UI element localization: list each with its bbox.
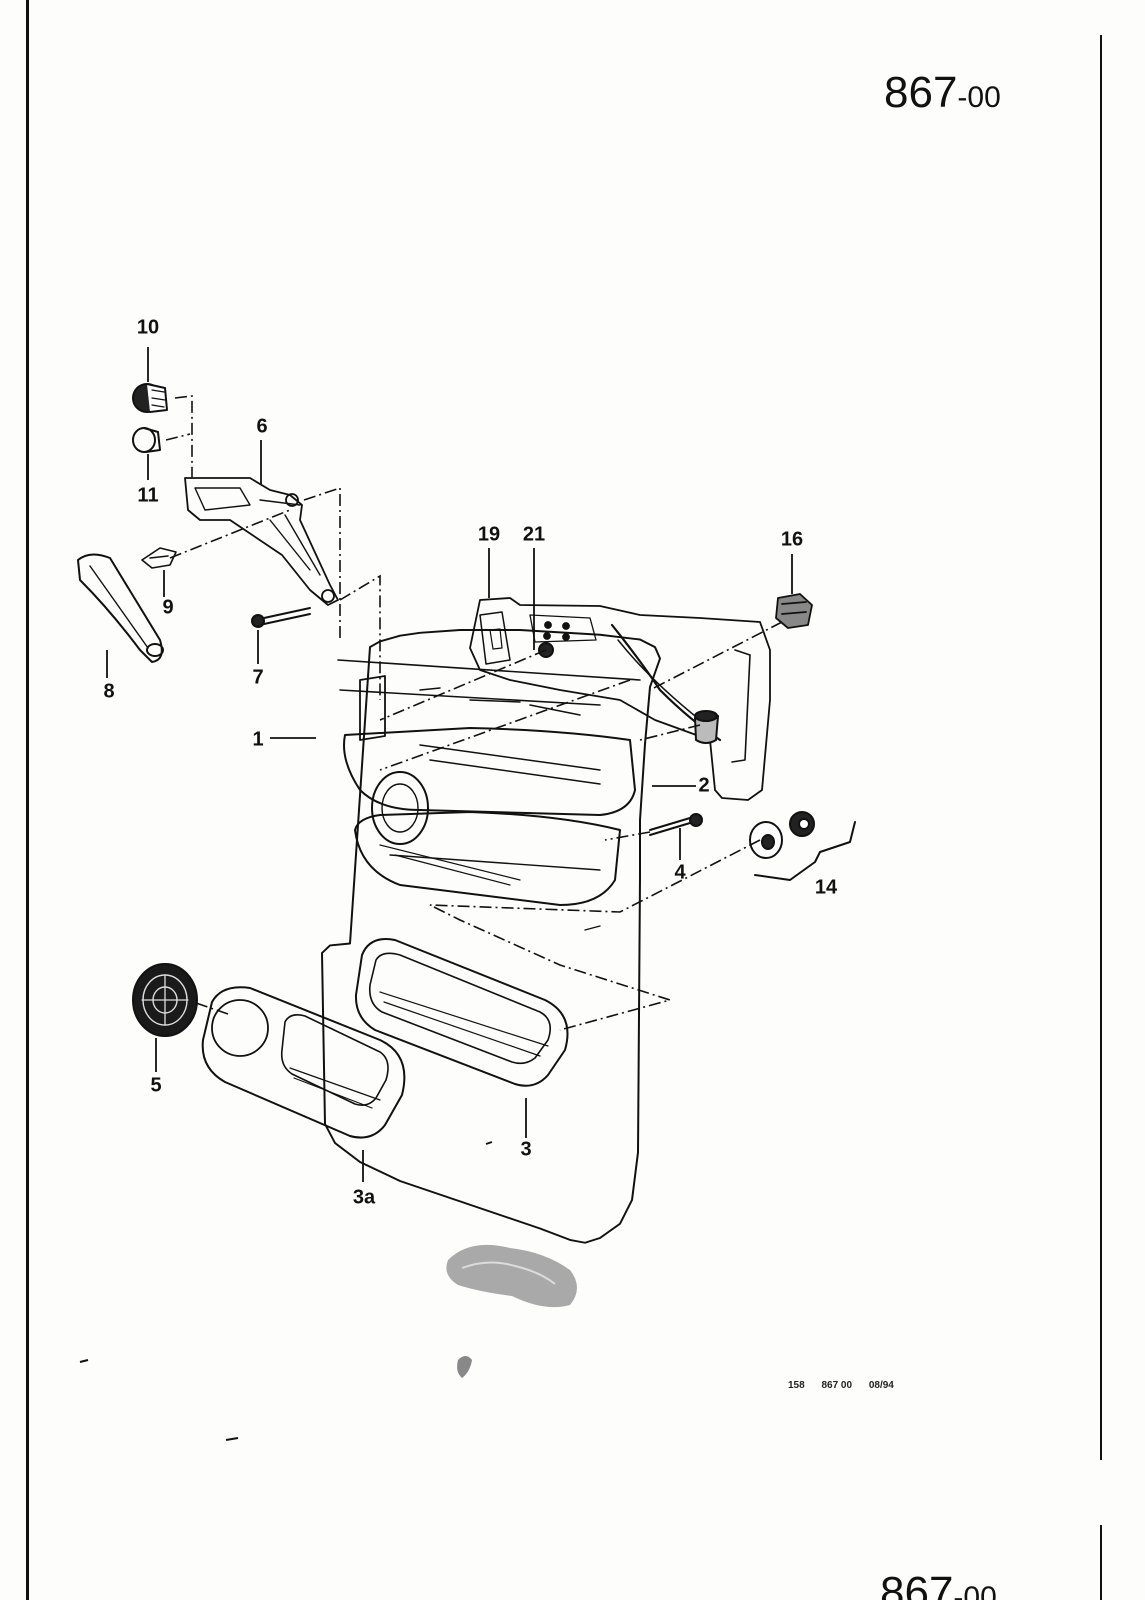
door-carrier-part-19: [469, 597, 771, 801]
next-page-code-suffix: -00: [953, 1581, 997, 1600]
next-page-code: 867-00: [880, 1568, 997, 1600]
callout-7: 7: [252, 666, 264, 689]
footer-sheet: 158: [788, 1380, 805, 1391]
callout-leaders: [106, 347, 793, 1182]
cap-part-11: [132, 427, 161, 453]
handle-bracket-part-6: [184, 477, 339, 606]
callout-6: 6: [256, 415, 268, 438]
callout-14: 14: [814, 876, 838, 899]
callout-8: 8: [103, 680, 115, 703]
callout-4: 4: [674, 861, 686, 884]
right-border-line: [1100, 35, 1102, 1460]
footer-reference: 158 867 00 08/94: [788, 1380, 908, 1391]
page-code-main: 867: [884, 68, 958, 117]
right-border-line-lower: [1100, 1525, 1102, 1600]
trim-frame-part-3a: [201, 986, 406, 1139]
page-code: 867-00: [884, 68, 1001, 118]
grommet-part-14: [749, 811, 856, 881]
callout-3: 3: [520, 1138, 532, 1161]
callout-11: 11: [137, 484, 159, 507]
callout-9: 9: [162, 596, 174, 619]
callout-21: 21: [522, 523, 546, 546]
callout-3a: 3a: [352, 1186, 376, 1209]
trim-frame-part-3: [354, 938, 569, 1087]
screw-part-7: [251, 607, 311, 628]
grab-handle-part-8: [77, 553, 164, 663]
footer-group: 867 00: [821, 1380, 853, 1391]
callout-2: 2: [698, 774, 710, 797]
screw-part-4: [649, 813, 703, 836]
cap-part-10: [132, 383, 168, 413]
callout-10: 10: [136, 316, 160, 339]
callout-1: 1: [252, 728, 264, 751]
callout-19: 19: [477, 523, 501, 546]
clip-part-16: [775, 593, 813, 629]
speaker-grille-part-5: [132, 963, 198, 1037]
scan-smudges: [79, 1244, 577, 1441]
footer-date: 08/94: [868, 1380, 894, 1391]
page-code-suffix: -00: [957, 81, 1001, 114]
next-page-code-main: 867: [880, 1568, 954, 1600]
door-panel-part-1: [321, 629, 661, 1244]
clip-part-9: [141, 547, 177, 569]
left-border-line: [26, 0, 29, 1600]
clip-part-2: [694, 710, 719, 744]
assembly-lines: [165, 395, 783, 1031]
callout-5: 5: [150, 1074, 162, 1097]
callout-16: 16: [780, 528, 804, 551]
